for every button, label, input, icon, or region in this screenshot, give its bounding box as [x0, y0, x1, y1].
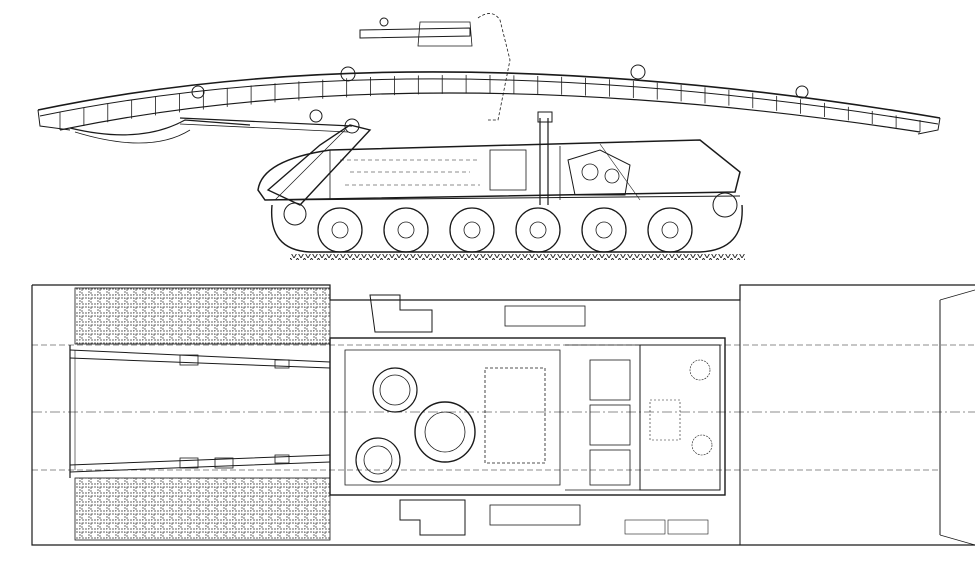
hull-plan: [329, 337, 726, 496]
side-elevation: [37, 13, 941, 260]
bridge-pivot-bulbs: [191, 64, 809, 123]
road-wheel: [647, 207, 693, 253]
road-wheel: [383, 207, 429, 253]
launch-arm: [179, 117, 372, 206]
tank-hull: [257, 111, 741, 205]
running-gear: [270, 192, 745, 260]
road-wheel: [581, 207, 627, 253]
turret-gun: [359, 13, 511, 121]
plan-view: [31, 284, 975, 546]
road-wheel-hub: [595, 221, 613, 239]
bridge-span: [37, 71, 941, 144]
deck-plates-top: [74, 287, 331, 345]
deck-plates-bottom: [74, 477, 331, 541]
plate-2: [667, 519, 709, 535]
road-wheel-hub: [331, 221, 349, 239]
road-wheels: [317, 207, 693, 253]
hatches: [355, 367, 476, 483]
stowage-box-bottom: [489, 504, 581, 526]
road-wheel: [449, 207, 495, 253]
road-wheel: [515, 207, 561, 253]
engine-grille: [484, 367, 546, 464]
stowage-box-top: [504, 305, 586, 327]
road-wheel-hub: [463, 221, 481, 239]
plate-1: [624, 519, 666, 535]
track-ground-pattern: [290, 254, 745, 260]
rail-rollers: [179, 354, 290, 469]
road-wheel-hub: [397, 221, 415, 239]
road-wheel-hub: [661, 221, 679, 239]
road-wheel-hub: [529, 221, 547, 239]
bridge-truss-verticals: [59, 74, 921, 132]
road-wheel: [317, 207, 363, 253]
